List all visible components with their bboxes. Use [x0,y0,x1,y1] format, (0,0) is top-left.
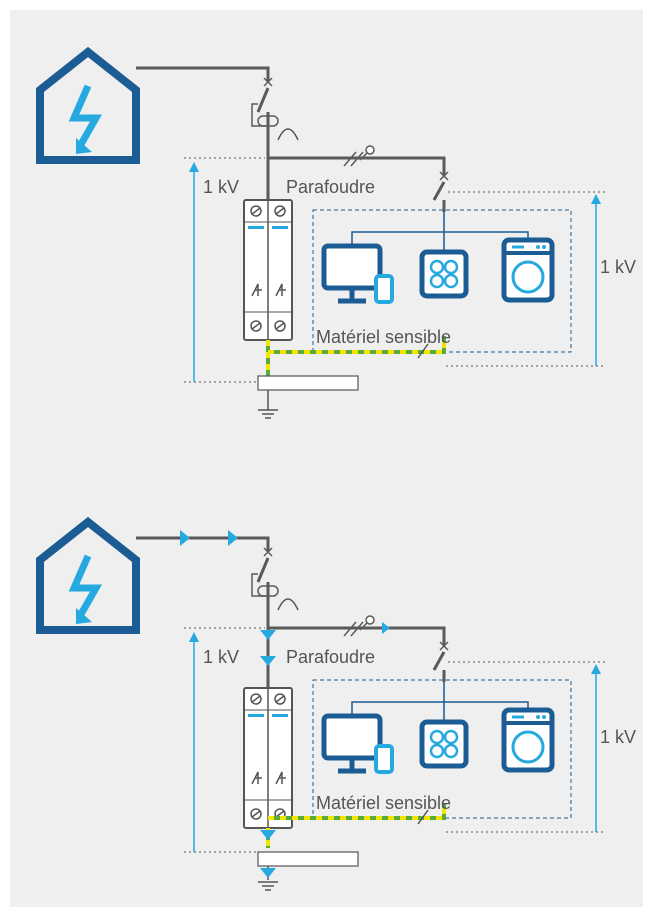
earth-terminal-strip [257,375,359,391]
label-voltage-right: 1 kV [600,257,636,277]
bottom-diagram: Parafoudre Matériel sensible 1 kV 1 kV [40,522,636,891]
label-voltage-left: 1 kV [203,177,239,197]
house-lightning-icon [40,522,136,630]
surge-protector-icon [243,687,293,829]
ground-icon [258,881,278,891]
cooktop-icon [422,722,466,766]
label-voltage-right: 1 kV [600,727,636,747]
ground-icon [258,409,278,419]
monitor-tablet-icon [324,246,392,302]
illustration-panel: Parafoudre Matériel sensible 1 kV 1 kV [10,10,643,907]
earth-terminal-strip [257,851,359,867]
label-protector: Parafoudre [286,177,375,197]
monitor-tablet-icon [324,716,392,772]
label-protector: Parafoudre [286,647,375,667]
washing-machine-icon [504,710,552,770]
label-equipment: Matériel sensible [316,793,451,813]
label-equipment: Matériel sensible [316,327,451,347]
top-diagram: Parafoudre Matériel sensible 1 kV 1 kV [40,52,636,419]
surge-protection-diagrams: Parafoudre Matériel sensible 1 kV 1 kV [10,10,636,891]
label-voltage-left: 1 kV [203,647,239,667]
surge-protector-icon [243,199,293,341]
washing-machine-icon [504,240,552,300]
house-lightning-icon [40,52,136,160]
cooktop-icon [422,252,466,296]
